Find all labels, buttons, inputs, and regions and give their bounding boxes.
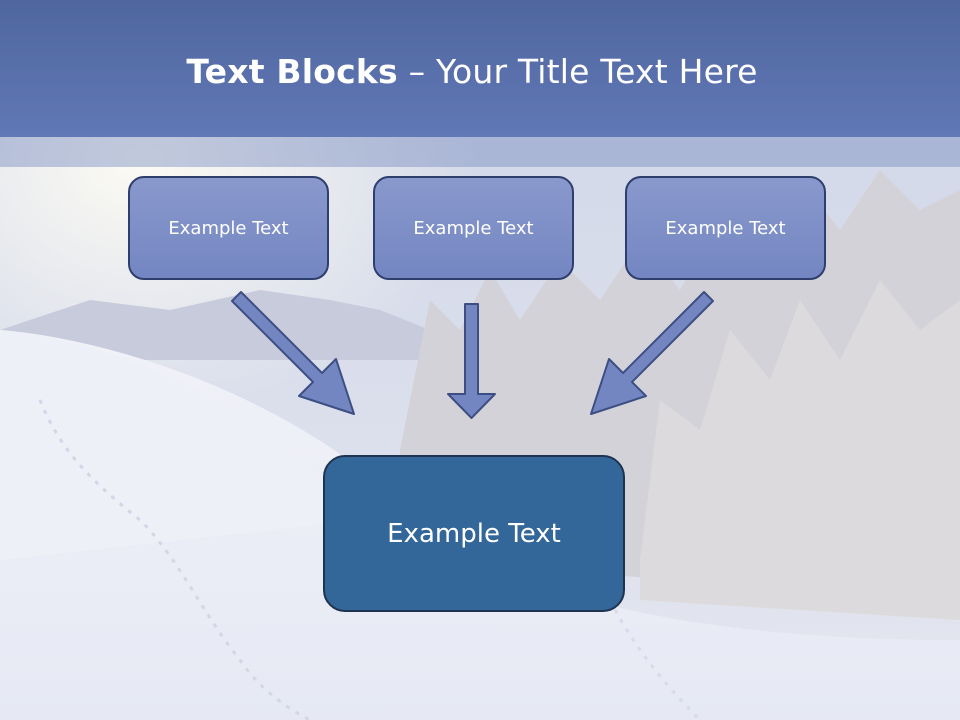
text-block-main[interactable]: Example Text <box>323 455 625 612</box>
text-block-right[interactable]: Example Text <box>625 176 826 280</box>
text-block-right-label: Example Text <box>665 217 786 239</box>
title-bar <box>0 0 960 137</box>
text-block-left-label: Example Text <box>168 217 289 239</box>
arrow-right-diagonal <box>590 291 714 415</box>
arrow-left-diagonal <box>231 291 355 415</box>
text-block-center[interactable]: Example Text <box>373 176 574 280</box>
text-block-center-label: Example Text <box>413 217 534 239</box>
slide-title: Text Blocks – Your Title Text Here <box>0 52 944 91</box>
slide-title-rest: – Your Title Text Here <box>397 52 758 91</box>
arrow-center-down <box>447 303 496 419</box>
text-block-left[interactable]: Example Text <box>128 176 329 280</box>
slide-title-bold: Text Blocks <box>186 52 398 91</box>
text-block-main-label: Example Text <box>387 518 561 549</box>
title-accent-strip <box>0 137 960 167</box>
